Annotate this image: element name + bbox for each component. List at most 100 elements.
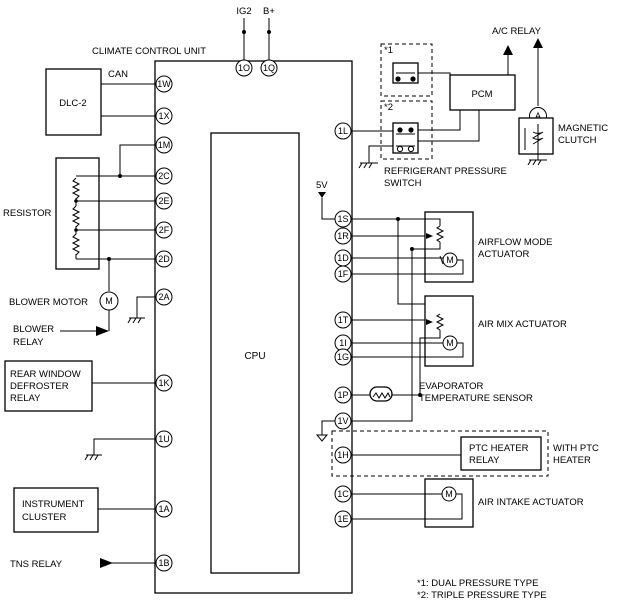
pin-1g: 1G (334, 348, 352, 366)
triple-pressure-terminal-1 (397, 127, 403, 133)
svg-text:1B: 1B (158, 558, 169, 568)
pin-1e: 1E (334, 510, 352, 528)
svg-text:2C: 2C (158, 171, 170, 181)
svg-text:1I: 1I (339, 338, 347, 348)
pin-2f: 2F (155, 221, 173, 239)
wire-1u (93, 438, 155, 455)
dual-pressure-mark: *1 (384, 45, 393, 56)
ground-2a-hatch-1 (127, 317, 132, 324)
pin-1t: 1T (334, 311, 352, 329)
cpu-box (210, 132, 300, 574)
return-bus-to-1v (352, 308, 413, 422)
svg-text:1D: 1D (337, 253, 349, 263)
pcm-dual-switch-wire (432, 72, 451, 92)
airflow-actuator-box (424, 211, 474, 283)
pin-1b: 1B (155, 554, 173, 572)
ptc-option-frame (331, 430, 549, 477)
ground-2a-hatch-3 (137, 317, 142, 324)
pin-1o: 1O (235, 59, 253, 77)
svg-text:1Q: 1Q (263, 63, 275, 73)
airflow-potentiometer (435, 225, 445, 243)
ground-1u-hatch-1 (84, 454, 89, 461)
instrument-cluster-label-1: INSTRUMENT (22, 499, 84, 510)
wire-1f (352, 259, 464, 275)
switch-ground-hatch-1 (358, 162, 363, 169)
airmix-motor-m: M (446, 338, 454, 348)
pin-1v: 1V (334, 412, 352, 430)
airmix-wiper-arrow (426, 319, 433, 325)
ptc-relay-box (460, 436, 542, 471)
dlc2-label: DLC-2 (59, 98, 86, 109)
ptc-relay-label-1: PTC HEATER (469, 443, 529, 454)
clutch-coil (532, 131, 544, 145)
airflow-motor-m: M (446, 255, 454, 265)
refrigerant-switch-label-1: REFRIGERANT PRESSURE (384, 166, 507, 177)
rear-defroster-label-3: RELAY (10, 393, 41, 404)
ac-relay-label: A/C RELAY (492, 26, 542, 37)
pin-1d: 1D (334, 249, 352, 267)
wire-1g (352, 342, 464, 358)
airflow-motor-lead (439, 255, 444, 265)
clutch-ground-hatch-3 (537, 159, 542, 166)
air-mix-actuator-label: AIR MIX ACTUATOR (478, 319, 567, 330)
dual-pressure-terminal-1 (395, 76, 401, 82)
evaporator-sensor-label-2: TEMPERATURE SENSOR (419, 393, 533, 404)
airflow-wiper-arrow (426, 233, 433, 239)
svg-text:1O: 1O (238, 63, 250, 73)
pin-2d: 2D (155, 250, 173, 268)
pin-1a: 1A (155, 500, 173, 518)
junction-return-bus (410, 247, 414, 251)
5v-label: 5V (316, 180, 328, 191)
cpu-label: CPU (244, 351, 265, 362)
pin-1f: 1F (334, 265, 352, 283)
pin-2c: 2C (155, 167, 173, 185)
evaporator-sensor-element (372, 391, 391, 399)
junction-2d (107, 257, 111, 261)
pin-1x: 1X (155, 107, 173, 125)
can-label: CAN (108, 69, 128, 80)
magnetic-clutch-label-2: CLUTCH (558, 135, 597, 146)
instrument-cluster-box (13, 487, 99, 533)
tns-relay-label: TNS RELAY (10, 559, 63, 570)
airflow-actuator-label-2: ACTUATOR (478, 249, 530, 260)
svg-text:1L: 1L (338, 126, 348, 136)
wire-1m (119, 144, 155, 176)
bplus-label: B+ (263, 6, 275, 17)
svg-text:1H: 1H (337, 450, 349, 460)
svg-text:1S: 1S (337, 214, 348, 224)
ground-1u-hatch-2 (89, 454, 94, 461)
svg-text:2A: 2A (158, 292, 169, 302)
clutch-ground-hatch-1 (527, 159, 532, 166)
svg-text:2F: 2F (159, 225, 170, 235)
pin-1q: 1Q (260, 59, 278, 77)
blower-relay-label-2: RELAY (13, 337, 44, 348)
svg-text:1R: 1R (337, 231, 349, 241)
pin-1u: 1U (155, 430, 173, 448)
air-intake-actuator-label: AIR INTAKE ACTUATOR (478, 497, 584, 508)
rear-defroster-box (4, 360, 93, 412)
blower-motor-label: BLOWER MOTOR (9, 297, 88, 308)
svg-text:1P: 1P (337, 390, 348, 400)
resistor-junction-1 (74, 199, 78, 203)
svg-text:1F: 1F (338, 269, 349, 279)
ac-relay-arrow-pcm (503, 45, 513, 55)
magnetic-clutch-label-1: MAGNETIC (558, 123, 608, 134)
blower-motor-m: M (105, 296, 113, 306)
dual-pressure-switch-frame (380, 43, 433, 97)
triple-pressure-switch-box (392, 122, 419, 154)
svg-text:1A: 1A (158, 504, 169, 514)
pin-2e: 2E (155, 192, 173, 210)
evaporator-sensor-label-1: EVAPORATOR (419, 381, 484, 392)
rear-defroster-label-1: REAR WINDOW (10, 369, 81, 380)
5v-arrow (318, 192, 326, 198)
airflow-return-wire (411, 246, 441, 308)
svg-text:1V: 1V (337, 416, 348, 426)
pcm-box (449, 74, 516, 111)
pin-1h: 1H (334, 446, 352, 464)
pin-1p: 1P (334, 386, 352, 404)
ig2-label: IG2 (236, 6, 251, 17)
svg-text:1T: 1T (338, 315, 349, 325)
ptc-option-label-2: HEATER (553, 455, 591, 466)
note-triple-pressure: *2: TRIPLE PRESSURE TYPE (417, 590, 547, 601)
